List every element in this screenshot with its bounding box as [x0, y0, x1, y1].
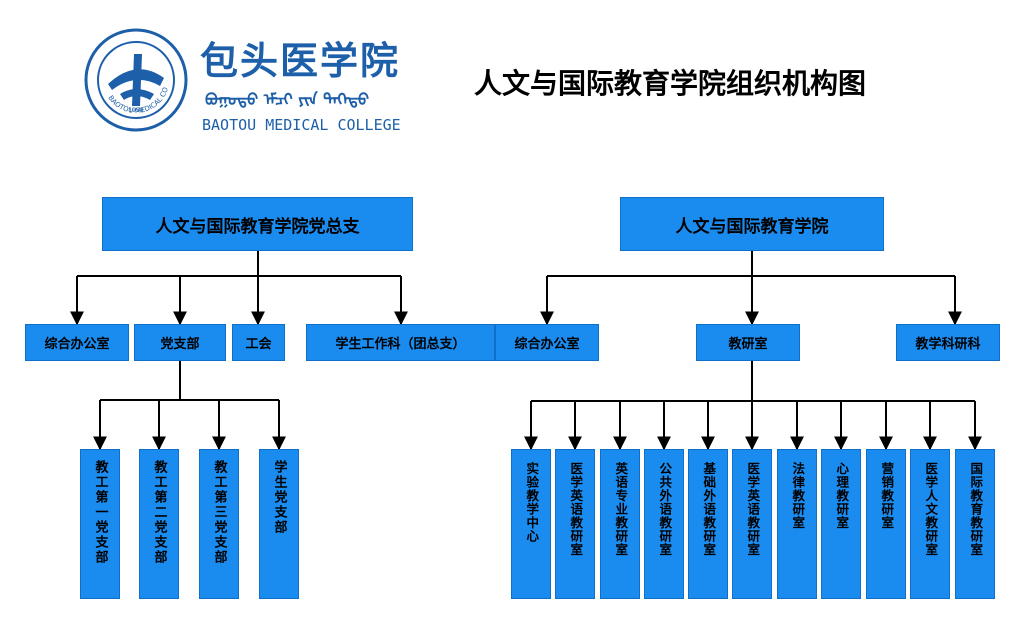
- chart-title: 人文与国际教育学院组织机构图: [474, 67, 867, 100]
- right-branch-4: 公共外语教研室: [644, 449, 684, 599]
- right-branch-10: 医学人文教研室: [910, 449, 950, 599]
- left-branch-3: 教工第三党支部: [199, 449, 239, 599]
- left-level1-student-affairs: 学生工作科（团总支）: [306, 324, 495, 361]
- left-branch-2: 教工第二党支部: [139, 449, 179, 599]
- right-branch-2: 医学英语教研室: [555, 449, 595, 599]
- right-branch-3: 英语专业教研室: [600, 449, 640, 599]
- right-level1-office: 综合办公室: [495, 324, 599, 361]
- left-root-box: 人文与国际教育学院党总支: [102, 197, 413, 251]
- right-branch-9: 营销教研室: [866, 449, 906, 599]
- right-branch-6: 医学英语教研室: [732, 449, 772, 599]
- right-branch-7: 法律教研室: [777, 449, 817, 599]
- left-level1-party-branch: 党支部: [134, 324, 226, 361]
- college-name-chinese: 包头医学院: [200, 38, 401, 83]
- left-branch-4: 学生党支部: [259, 449, 299, 599]
- right-root-box: 人文与国际教育学院: [620, 197, 884, 251]
- right-branch-5: 基础外语教研室: [688, 449, 728, 599]
- left-branch-1: 教工第一党支部: [80, 449, 120, 599]
- left-level1-office: 综合办公室: [25, 324, 129, 361]
- college-name-english: BAOTOU MEDICAL COLLEGE: [202, 116, 401, 134]
- right-branch-8: 心理教研室: [821, 449, 861, 599]
- right-branch-11: 国际教育教研室: [955, 449, 995, 599]
- seal-year: 1958: [128, 107, 143, 114]
- right-level1-teaching-research: 教研室: [696, 324, 800, 361]
- college-seal-logo: BAOTOU MEDICAL COLLEGE 1958: [84, 28, 188, 132]
- college-name-mongolian: ᠪᠣᠭᠣᠲᠣ ᠡᠮᠴᠢ ᠶᠢᠨ ᠳᠡᠭᠡᠳᠦ: [205, 90, 369, 109]
- left-level1-union: 工会: [232, 324, 285, 361]
- right-level1-academic-affairs: 教学科研科: [896, 324, 1000, 361]
- right-branch-1: 实验教学中心: [511, 449, 551, 599]
